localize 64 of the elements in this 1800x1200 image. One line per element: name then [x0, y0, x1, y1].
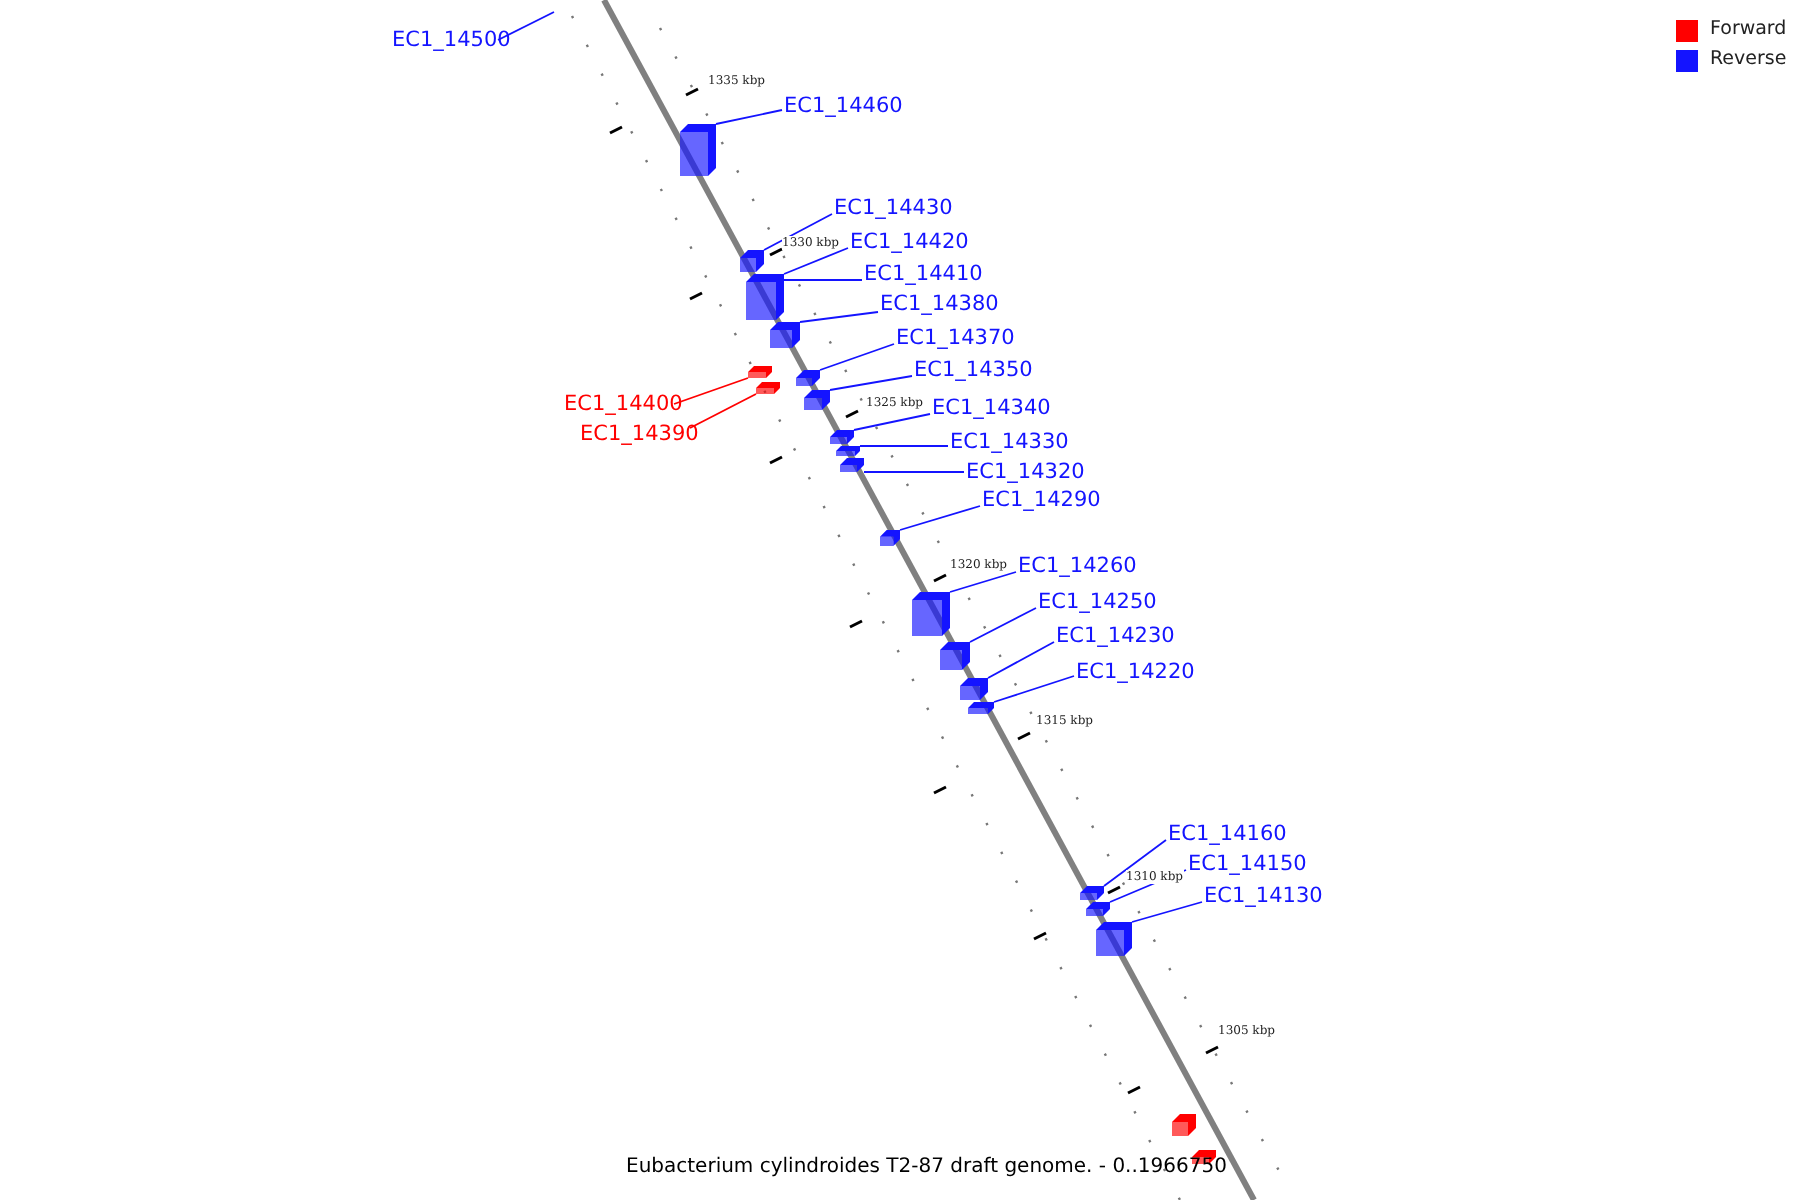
leader-line [969, 607, 1037, 643]
gene-block [804, 390, 830, 410]
gene-block [968, 702, 994, 714]
leader-line [799, 311, 879, 323]
gene-label: EC1_14340 [932, 396, 1051, 420]
leader-line [689, 393, 757, 429]
gene-label: EC1_14260 [1018, 554, 1137, 578]
gene-label: EC1_14390 [580, 422, 699, 446]
legend-label: Reverse [1710, 48, 1787, 70]
gene-block [840, 458, 864, 472]
gene-block [880, 530, 900, 546]
gene-block [960, 678, 988, 700]
gene-label: EC1_14500 [392, 28, 511, 52]
gene-block [746, 274, 784, 320]
gene-block [912, 592, 950, 636]
gene-label: EC1_14400 [564, 392, 683, 416]
leader-line [829, 375, 913, 391]
gene-block [796, 370, 820, 386]
gene-block [1080, 886, 1104, 900]
gene-block [680, 124, 716, 176]
gene-label: EC1_14150 [1188, 852, 1307, 876]
gene-block [830, 430, 854, 444]
leader-line [819, 343, 895, 371]
leader-line [497, 11, 555, 41]
gene-block [756, 382, 780, 394]
leader-line [949, 571, 1017, 593]
gene-label: EC1_14160 [1168, 822, 1287, 846]
gene-label: EC1_14370 [896, 326, 1015, 350]
gene-block [1096, 922, 1132, 956]
leader-line [863, 471, 965, 473]
gene-label: EC1_14460 [784, 94, 903, 118]
leader-line [899, 505, 981, 531]
gene-block [836, 446, 860, 456]
gene-block [770, 322, 800, 348]
gene-label: EC1_14320 [966, 460, 1085, 484]
gene-label: EC1_14220 [1076, 660, 1195, 684]
gene-label: EC1_14290 [982, 488, 1101, 512]
gene-block [1086, 902, 1110, 916]
gene-block [940, 642, 970, 670]
leader-line [783, 279, 863, 281]
gene-label: EC1_14410 [864, 262, 983, 286]
gene-label: EC1_14130 [1204, 884, 1323, 908]
gene-block [1172, 1114, 1196, 1136]
leader-line [763, 213, 833, 251]
leader-line [853, 413, 931, 431]
gene-label: EC1_14430 [834, 196, 953, 220]
gene-label: EC1_14380 [880, 292, 999, 316]
leader-line [859, 445, 949, 447]
leader-line [783, 247, 849, 275]
gene-label: EC1_14250 [1038, 590, 1157, 614]
leader-line [1131, 901, 1203, 923]
leader-line [993, 675, 1075, 703]
gene-label: EC1_14230 [1056, 624, 1175, 648]
leader-line [987, 641, 1055, 679]
gene-label: EC1_14420 [850, 230, 969, 254]
gene-block [748, 366, 772, 378]
gene-block [740, 250, 764, 272]
gene-label: EC1_14330 [950, 430, 1069, 454]
gene-label: EC1_14350 [914, 358, 1033, 382]
leader-line [1103, 839, 1167, 887]
legend-label: Forward [1710, 18, 1787, 40]
leader-line [673, 377, 749, 405]
leader-line [715, 109, 783, 125]
caption: Eubacterium cylindroides T2-87 draft genome. - 0..1966750 [626, 1156, 1227, 1178]
